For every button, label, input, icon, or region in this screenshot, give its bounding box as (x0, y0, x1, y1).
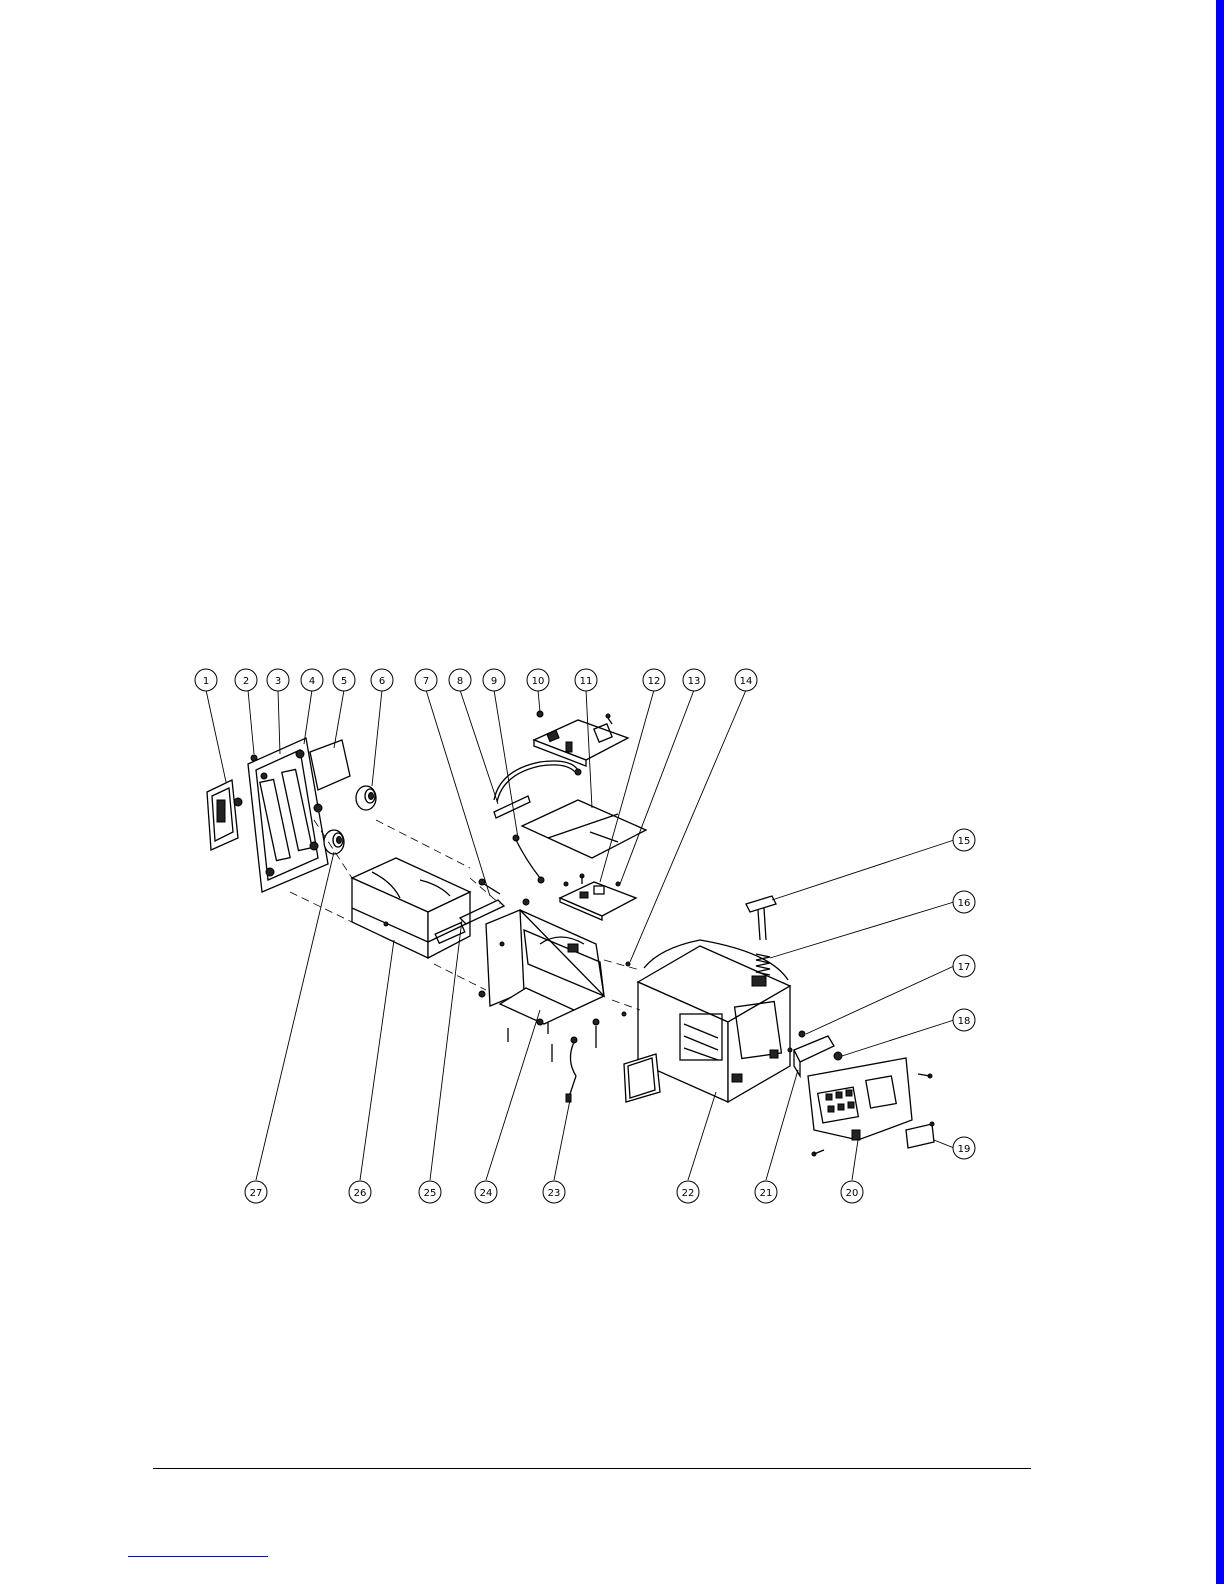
callout-5-label: 5 (341, 676, 347, 687)
callout-15: 15 (953, 829, 975, 851)
part-lower-board (560, 874, 636, 920)
callout-3-label: 3 (275, 676, 281, 687)
part-small-plate (906, 1122, 934, 1148)
callout-10-label: 10 (532, 676, 545, 687)
part-front-frame (248, 738, 328, 892)
callout-4: 4 (301, 669, 323, 691)
callout-24-label: 24 (480, 1188, 493, 1199)
part-insulation-sheet (522, 800, 646, 858)
callout-25: 25 (419, 1181, 441, 1203)
callout-8: 8 (449, 669, 471, 691)
callout-7-label: 7 (423, 676, 429, 687)
part-knob-27 (324, 830, 344, 854)
callout-20-label: 20 (846, 1188, 859, 1199)
callout-2: 2 (235, 669, 257, 691)
part-bracket (788, 1036, 842, 1076)
callout-6: 6 (371, 669, 393, 691)
callout-17: 17 (953, 955, 975, 977)
part-knob-6 (356, 786, 376, 810)
callout-22: 22 (677, 1181, 699, 1203)
part-screw-17 (799, 1031, 805, 1037)
callout-9: 9 (483, 669, 505, 691)
callout-2-label: 2 (243, 676, 249, 687)
part-cable-9 (513, 835, 544, 883)
part-chassis (486, 899, 604, 1024)
part-bolt (746, 896, 776, 940)
callout-9-label: 9 (491, 676, 497, 687)
callout-7: 7 (415, 669, 437, 691)
callout-17-label: 17 (958, 962, 971, 973)
callout-13-label: 13 (688, 676, 701, 687)
callout-13: 13 (683, 669, 705, 691)
callout-15-label: 15 (958, 836, 971, 847)
part-cable-23 (566, 1037, 577, 1102)
callout-19-label: 19 (958, 1144, 971, 1155)
callout-11: 11 (575, 669, 597, 691)
part-main-housing (352, 858, 504, 958)
callout-1: 1 (195, 669, 217, 691)
callout-16: 16 (953, 891, 975, 913)
part-upper-board (534, 711, 628, 766)
callout-23-label: 23 (548, 1188, 561, 1199)
part-front-bezel (207, 780, 242, 850)
callout-10: 10 (527, 669, 549, 691)
callout-4-label: 4 (309, 676, 315, 687)
callout-27-label: 27 (250, 1188, 263, 1199)
callout-16-label: 16 (958, 898, 971, 909)
callout-26-label: 26 (354, 1188, 367, 1199)
callout-24: 24 (475, 1181, 497, 1203)
callout-21: 21 (755, 1181, 777, 1203)
callout-11-label: 11 (580, 676, 593, 687)
callout-6-label: 6 (379, 676, 385, 687)
callout-12-label: 12 (648, 676, 661, 687)
callout-19: 19 (953, 1137, 975, 1159)
callout-18-label: 18 (958, 1016, 971, 1027)
part-cable-7 (479, 879, 500, 894)
footer-rule (153, 1468, 1031, 1469)
part-rear-housing (638, 940, 790, 1102)
footer-link-underline[interactable] (128, 1556, 268, 1557)
part-side-cover-left (624, 1054, 660, 1102)
callout-22-label: 22 (682, 1188, 695, 1199)
callout-5: 5 (333, 669, 355, 691)
callout-12: 12 (643, 669, 665, 691)
callout-3: 3 (267, 669, 289, 691)
callout-20: 20 (841, 1181, 863, 1203)
callout-1-label: 1 (203, 676, 209, 687)
callout-25-label: 25 (424, 1188, 437, 1199)
callout-23: 23 (543, 1181, 565, 1203)
callout-26: 26 (349, 1181, 371, 1203)
callout-14-label: 14 (740, 676, 753, 687)
callout-27: 27 (245, 1181, 267, 1203)
callout-14: 14 (735, 669, 757, 691)
callout-18: 18 (953, 1009, 975, 1031)
callout-8-label: 8 (457, 676, 463, 687)
callout-21-label: 21 (760, 1188, 773, 1199)
